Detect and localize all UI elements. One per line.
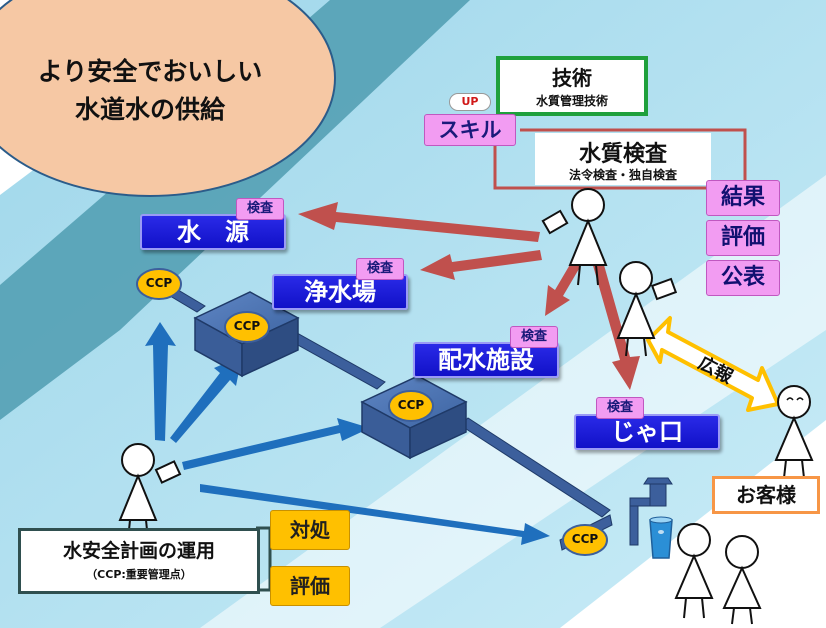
ccp-circles	[136, 268, 608, 556]
distribution-facility-inspection-tag: 検査	[510, 326, 558, 348]
faucet-inspection-tag: 検査	[596, 397, 644, 419]
title-line-2: 水道水の供給	[74, 95, 225, 124]
ccp-source-circle	[136, 268, 182, 300]
inspector-figure-top	[541, 188, 608, 286]
ccp-source-label: CCP	[145, 276, 173, 290]
skill-box	[496, 56, 648, 116]
arrow-to-ccp-plant	[170, 356, 242, 443]
ccp-faucet-circle	[562, 524, 608, 556]
title-bubble-shape	[0, 0, 336, 197]
arrow-to-ccp-distribution	[182, 418, 370, 470]
purification-plant-inspection-tag: 検査	[356, 258, 404, 280]
operator-figure	[118, 443, 182, 541]
customer-figure-1	[674, 523, 714, 619]
plan-title: 水安全計画の運用	[62, 540, 215, 562]
inspection-arrows	[298, 202, 640, 390]
customer-figure-2	[722, 535, 762, 625]
ccp-distribution-label: CCP	[397, 398, 425, 412]
plan-subtitle: （CCP:重要管理点）	[86, 568, 192, 581]
arrow-to-source	[298, 202, 540, 242]
skill-tag: スキル	[424, 114, 516, 146]
title-line-1: より安全でおいしい	[37, 57, 263, 86]
arrow-to-ccp-faucet	[200, 484, 550, 545]
skill-subtitle: 水質管理技術	[535, 94, 608, 108]
quality-subtitle: 法令検査・独自検査	[568, 168, 677, 182]
dark-stream-band	[0, 0, 470, 420]
purification-plant-box: 浄水場	[272, 274, 408, 310]
up-badge: UP	[449, 93, 491, 111]
customer-figure-smiling	[774, 385, 814, 479]
arrow-to-ccp-source	[145, 322, 176, 441]
quality-title: 水質検査	[578, 142, 667, 167]
faucet-icon	[643, 477, 673, 507]
pipe-riser	[629, 499, 639, 546]
publication-tag: 公表	[706, 260, 780, 296]
ccp-plant-circle	[224, 311, 270, 343]
ccp-faucet-label: CCP	[571, 532, 599, 546]
quality-box	[535, 133, 711, 185]
plan-evaluation-tag: 評価	[270, 566, 350, 606]
customer-box: お客様	[712, 476, 820, 514]
arrow-to-distribution	[545, 256, 583, 316]
plan-arrows	[145, 322, 550, 545]
ccp-distribution-circle	[388, 390, 434, 422]
plan-connectors	[256, 526, 272, 592]
arrow-to-plant	[420, 250, 542, 280]
water-glass-icon	[649, 516, 673, 559]
skill-title: 技術	[552, 66, 592, 90]
distribution-facility-box: 配水施設	[413, 342, 559, 378]
inspector-figure-right	[616, 261, 678, 357]
water-source-box: 水 源	[140, 214, 286, 250]
plan-box	[18, 528, 260, 594]
countermeasure-tag: 対処	[270, 510, 350, 550]
ccp-plant-label: CCP	[233, 319, 261, 333]
arrow-to-faucet	[592, 258, 640, 390]
faucet-box: じゃ口	[574, 414, 720, 450]
result-tag: 結果	[706, 180, 780, 216]
evaluation-tag: 評価	[706, 220, 780, 256]
water-source-inspection-tag: 検査	[236, 198, 284, 220]
